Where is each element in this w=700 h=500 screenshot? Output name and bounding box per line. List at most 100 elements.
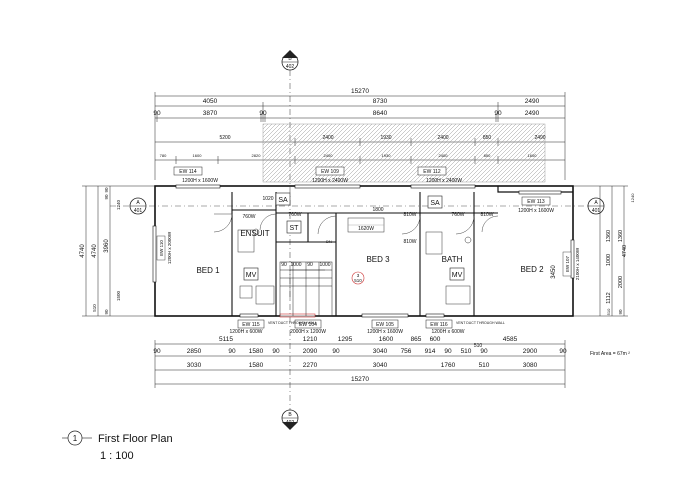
top-wall-windows: [175, 184, 562, 195]
room-ensuit: ENSUIT: [240, 229, 269, 238]
svg-text:1360: 1360: [606, 230, 612, 242]
svg-text:865: 865: [411, 336, 422, 343]
svg-text:90: 90: [618, 309, 623, 315]
svg-text:850: 850: [484, 153, 491, 158]
svg-text:90: 90: [444, 348, 452, 355]
svg-text:90: 90: [494, 110, 502, 117]
svg-text:2000H x 1200W: 2000H x 1200W: [290, 329, 326, 335]
vent-notes: VENT DUCT THROUGH WALL VENT DUCT THROUGH…: [268, 321, 505, 325]
svg-text:780: 780: [160, 153, 167, 158]
top-dimension-text-small: 5200 2400 1930 2400 850 2490 780 1600 28…: [160, 135, 546, 158]
svg-text:90: 90: [153, 110, 161, 117]
svg-text:914: 914: [425, 348, 436, 355]
svg-text:90: 90: [480, 348, 488, 355]
svg-text:2820: 2820: [252, 153, 262, 158]
left-dimension-lines: [82, 185, 155, 317]
svg-text:810W: 810W: [403, 239, 416, 245]
svg-text:EW 114: EW 114: [179, 169, 197, 175]
svg-text:2400: 2400: [322, 135, 333, 141]
svg-text:2100H x 1400W: 2100H x 1400W: [575, 247, 580, 280]
svg-text:1600: 1600: [528, 153, 538, 158]
svg-text:1000: 1000: [606, 254, 612, 266]
svg-text:VENT DUCT THROUGH WALL: VENT DUCT THROUGH WALL: [456, 321, 505, 325]
svg-text:510: 510: [92, 304, 97, 312]
svg-text:1600: 1600: [379, 336, 394, 343]
svg-text:401: 401: [134, 208, 143, 214]
svg-text:EW 110: EW 110: [159, 240, 164, 256]
roof-hatch-area: [262, 123, 546, 183]
bed2-depth-dimension: 3450: [551, 265, 557, 279]
svg-text:1760: 1760: [441, 362, 456, 369]
drawing-scale: 1 : 100: [100, 450, 134, 462]
outer-walls: [154, 185, 574, 317]
svg-text:EW 104: EW 104: [299, 322, 317, 328]
svg-text:1200H x 2400W: 1200H x 2400W: [312, 178, 348, 184]
svg-text:2400: 2400: [439, 153, 449, 158]
sa-box-2: SA: [427, 195, 443, 209]
svg-text:2400: 2400: [324, 153, 334, 158]
svg-text:1200H x 2000W: 1200H x 2000W: [167, 231, 172, 264]
svg-text:756: 756: [401, 348, 412, 355]
svg-text:1930: 1930: [382, 153, 392, 158]
svg-text:EW 105: EW 105: [376, 322, 394, 328]
window-tags-top: EW 114 1200H x 1600W EW 109 1200H x 2400…: [173, 166, 554, 214]
svg-text:850: 850: [483, 135, 492, 141]
left-dimension-text: 4740 4740 3960 90 1240 90 1500 90 510: [80, 187, 121, 315]
room-bed2: BED 2: [520, 265, 544, 274]
room-bath: BATH: [442, 255, 463, 264]
svg-text:1200H x 2400W: 1200H x 2400W: [426, 178, 462, 184]
svg-text:760W: 760W: [288, 212, 301, 218]
svg-text:90: 90: [281, 262, 287, 268]
st-box: ST: [286, 220, 302, 234]
svg-text:810W: 810W: [403, 212, 416, 218]
svg-text:510: 510: [606, 308, 611, 315]
svg-text:1200H x 1600W: 1200H x 1600W: [367, 329, 403, 335]
bottom-wall-windows: [239, 313, 445, 318]
mv-box-bath: MV: [449, 267, 465, 281]
svg-text:B: B: [288, 56, 292, 62]
bottom-dimension-text: 5115 1210 1295 1600 865 600 4585 90 2850…: [153, 336, 567, 383]
svg-text:A: A: [136, 200, 140, 206]
svg-text:510: 510: [479, 362, 490, 369]
svg-text:90: 90: [307, 262, 313, 268]
svg-text:15270: 15270: [351, 88, 369, 95]
svg-text:90: 90: [104, 194, 109, 200]
svg-text:510: 510: [461, 348, 472, 355]
section-marker-top[interactable]: B 402: [281, 50, 299, 71]
svg-text:402: 402: [286, 64, 295, 70]
svg-text:1240: 1240: [630, 193, 635, 203]
section-marker-right[interactable]: A 401: [587, 197, 605, 215]
svg-text:2490: 2490: [525, 98, 540, 105]
svg-text:3960: 3960: [104, 239, 110, 253]
svg-text:3080: 3080: [523, 362, 538, 369]
stair-callout[interactable]: [351, 271, 365, 285]
svg-text:510: 510: [474, 343, 483, 349]
svg-text:8730: 8730: [373, 98, 388, 105]
section-marker-bottom[interactable]: B 402: [281, 409, 299, 430]
svg-text:2400: 2400: [437, 135, 448, 141]
right-dimension-lines: [573, 185, 628, 317]
svg-text:1295: 1295: [338, 336, 353, 343]
svg-text:4740: 4740: [92, 244, 98, 258]
svg-text:EW 113: EW 113: [527, 199, 545, 205]
svg-text:5200: 5200: [219, 135, 230, 141]
svg-text:ST: ST: [290, 225, 300, 232]
stair-callout-ref: 3: [357, 273, 360, 278]
svg-text:1200H x 600W: 1200H x 600W: [431, 329, 464, 335]
drawing-number: 1: [73, 434, 78, 443]
svg-text:B: B: [288, 412, 292, 418]
svg-text:90: 90: [559, 348, 567, 355]
section-marker-left[interactable]: A 401: [129, 197, 147, 215]
svg-text:4740: 4740: [80, 244, 86, 258]
svg-text:90: 90: [104, 187, 109, 193]
room-bed1: BED 1: [196, 266, 220, 275]
interior-dimension-labels: 760W 760W 760W 810W 810W 810W 1620W 1800…: [242, 196, 493, 268]
svg-text:760W: 760W: [242, 214, 255, 220]
svg-text:5115: 5115: [219, 336, 233, 343]
window-tags-bottom: EW 115 1200H x 600W EW 104 2000H x 1200W…: [229, 319, 465, 335]
svg-text:810W: 810W: [480, 212, 493, 218]
svg-text:8640: 8640: [373, 110, 388, 117]
svg-text:3030: 3030: [187, 362, 202, 369]
svg-text:1580: 1580: [249, 362, 264, 369]
svg-text:EW 115: EW 115: [242, 322, 260, 328]
